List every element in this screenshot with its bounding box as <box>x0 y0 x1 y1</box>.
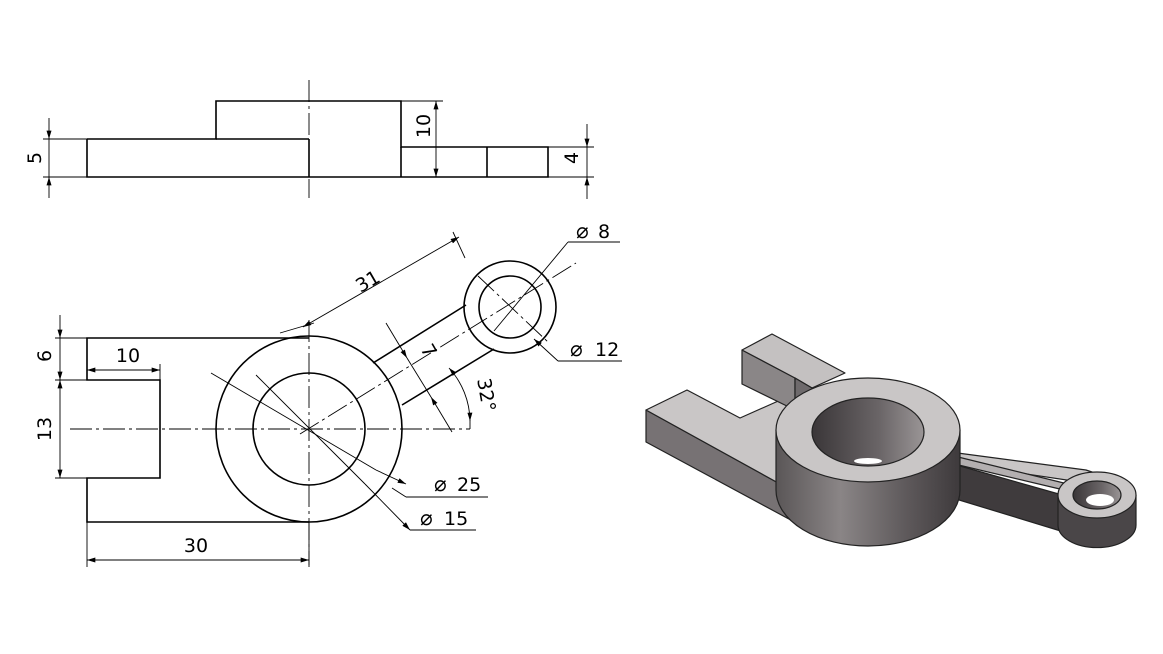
base-plate-outline <box>86 337 309 523</box>
dim-top-6: 6 <box>34 350 56 362</box>
isometric-view <box>645 333 1137 549</box>
dim-arm-height: 4 <box>561 152 583 164</box>
dim-arm-width: 7 <box>416 340 441 361</box>
arm-center-line <box>299 262 577 435</box>
eye-outer-circle <box>463 260 557 354</box>
dia-symbol-12: ⌀ <box>570 337 583 361</box>
dim-slot-13: 13 <box>34 417 56 441</box>
dia-symbol-25: ⌀ <box>434 472 447 496</box>
dim-dia-25: 25 <box>457 474 481 496</box>
dim-slot-width: 10 <box>116 345 140 367</box>
dim-dia-15: 15 <box>444 508 468 530</box>
front-view: 5 10 4 <box>24 80 594 199</box>
dim-boss-height: 10 <box>413 114 435 138</box>
dia-symbol-15: ⌀ <box>420 506 433 530</box>
eye-inner-circle <box>478 275 542 339</box>
dim-length-30: 30 <box>184 535 208 557</box>
dim-dia-12: 12 <box>595 339 619 361</box>
dim-arm-length: 31 <box>352 266 384 297</box>
front-outline <box>86 100 549 178</box>
dia-symbol-8: ⌀ <box>576 219 589 243</box>
top-view: 6 13 10 30 31 7 32° ⌀ 8 <box>34 219 622 567</box>
arm-edge-bottom <box>401 348 495 406</box>
dim-base-height: 5 <box>24 152 46 164</box>
eye-center-line <box>477 275 549 343</box>
dim-dia-8: 8 <box>598 221 610 243</box>
dim-angle: 32° <box>472 376 500 413</box>
